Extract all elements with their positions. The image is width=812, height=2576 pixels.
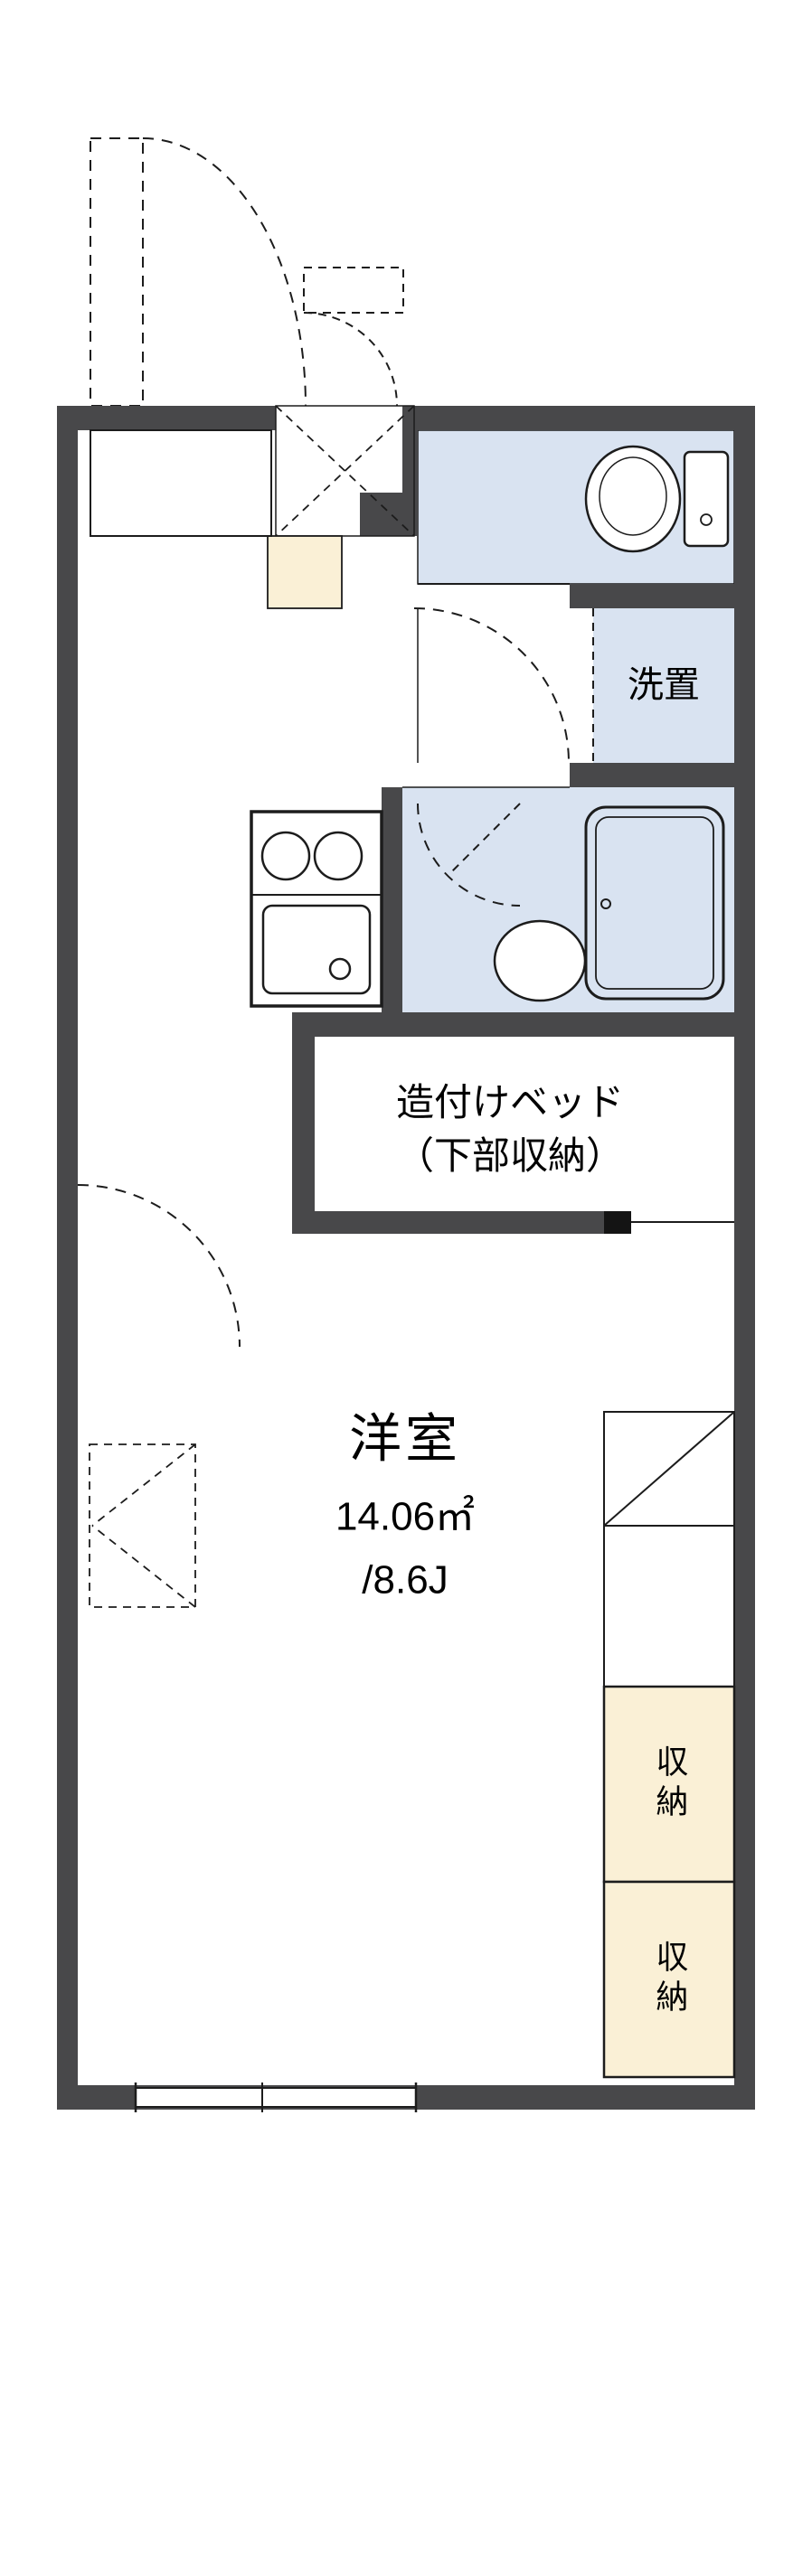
built-in-bed-label-line2: （下部収納） [395, 1134, 625, 1177]
toilet-flush-button [700, 513, 713, 526]
wall-under-toilet [570, 584, 755, 608]
right-column [602, 1411, 736, 2079]
genkan-cross-line-2 [275, 405, 415, 537]
stove-burner-icon-left [260, 831, 311, 881]
main-room-area-sqm-label: 14.06㎡ [335, 1494, 476, 1539]
washroom-door [413, 607, 570, 764]
storage-closet-top [602, 1685, 736, 1884]
wall-kitchen-bath [382, 787, 402, 1012]
storage-closet-top-label: 収納 [651, 1744, 689, 1824]
genkan-cross-line-1 [275, 405, 415, 537]
window [134, 2082, 418, 2112]
built-in-bed-label-line1: 造付けベッド [395, 1081, 625, 1124]
sink-drain-icon [328, 957, 352, 981]
main-room-door-arc [77, 1184, 241, 1348]
entrance-door-leaf [90, 137, 144, 407]
entry-door-arc [303, 312, 398, 407]
kitchen-sink [261, 904, 372, 995]
storage-closet-bottom-label: 収納 [651, 1940, 689, 2019]
built-in-bed-label: 造付けベッド （下部収納） [396, 1076, 624, 1183]
post-bed-corner [604, 1211, 631, 1234]
wall-right [734, 406, 755, 2110]
genkan-step [267, 535, 343, 609]
refrigerator-space-diagonal [603, 1411, 735, 1527]
bathroom-door-arc [417, 803, 521, 907]
toilet-bowl-inner [599, 456, 667, 536]
main-room-area-tatami-label: /8.6J [362, 1557, 448, 1603]
toilet-bowl [584, 445, 682, 553]
washroom-door-arc [413, 607, 570, 764]
genkan [90, 405, 415, 609]
wall-top-left [57, 406, 276, 430]
storage-closet-bottom [602, 1880, 736, 2079]
furniture-diag-1 [91, 1443, 196, 1527]
entry-alcove [90, 429, 272, 537]
bathtub-inner-line [595, 816, 714, 990]
window-opening [136, 2088, 416, 2107]
wall-under-bathroom [292, 1012, 755, 1037]
stove-burner-icon-right [313, 831, 364, 881]
dashed-furniture [89, 1443, 196, 1608]
bathtub-faucet-icon [600, 898, 611, 909]
bathtub-icon [584, 805, 725, 1001]
wall-bed-bottom [292, 1211, 604, 1234]
laundry-space-label: 洗置 [628, 665, 700, 705]
wall-left [57, 406, 78, 2110]
main-room-name-label: 洋室 [348, 1409, 462, 1469]
entrance-door-swing [90, 137, 404, 407]
washbasin-icon [493, 919, 587, 1002]
kitchen-unit [250, 810, 383, 1008]
toilet-tank [683, 450, 730, 548]
wall-top-right [402, 406, 755, 430]
wall-bed-left [292, 1012, 315, 1234]
main-room-door [77, 1184, 241, 1348]
bathroom-door-leaf [449, 803, 521, 874]
interior-walls [292, 406, 755, 1234]
laundry-space [593, 608, 734, 763]
entrance-door-arc [142, 137, 307, 407]
bathroom-fixtures [402, 786, 725, 1002]
room-fills [402, 429, 735, 1012]
wall-above-bathroom [570, 763, 755, 787]
genkan-floor [275, 405, 415, 537]
shelf-space [603, 1525, 735, 1688]
toilet-room [417, 429, 735, 585]
entry-door-leaf [303, 267, 404, 314]
furniture-outline [89, 1443, 196, 1608]
genkan-step-notch [360, 493, 418, 536]
furniture-diag-2 [91, 1525, 196, 1608]
toilet-icon [418, 445, 730, 585]
